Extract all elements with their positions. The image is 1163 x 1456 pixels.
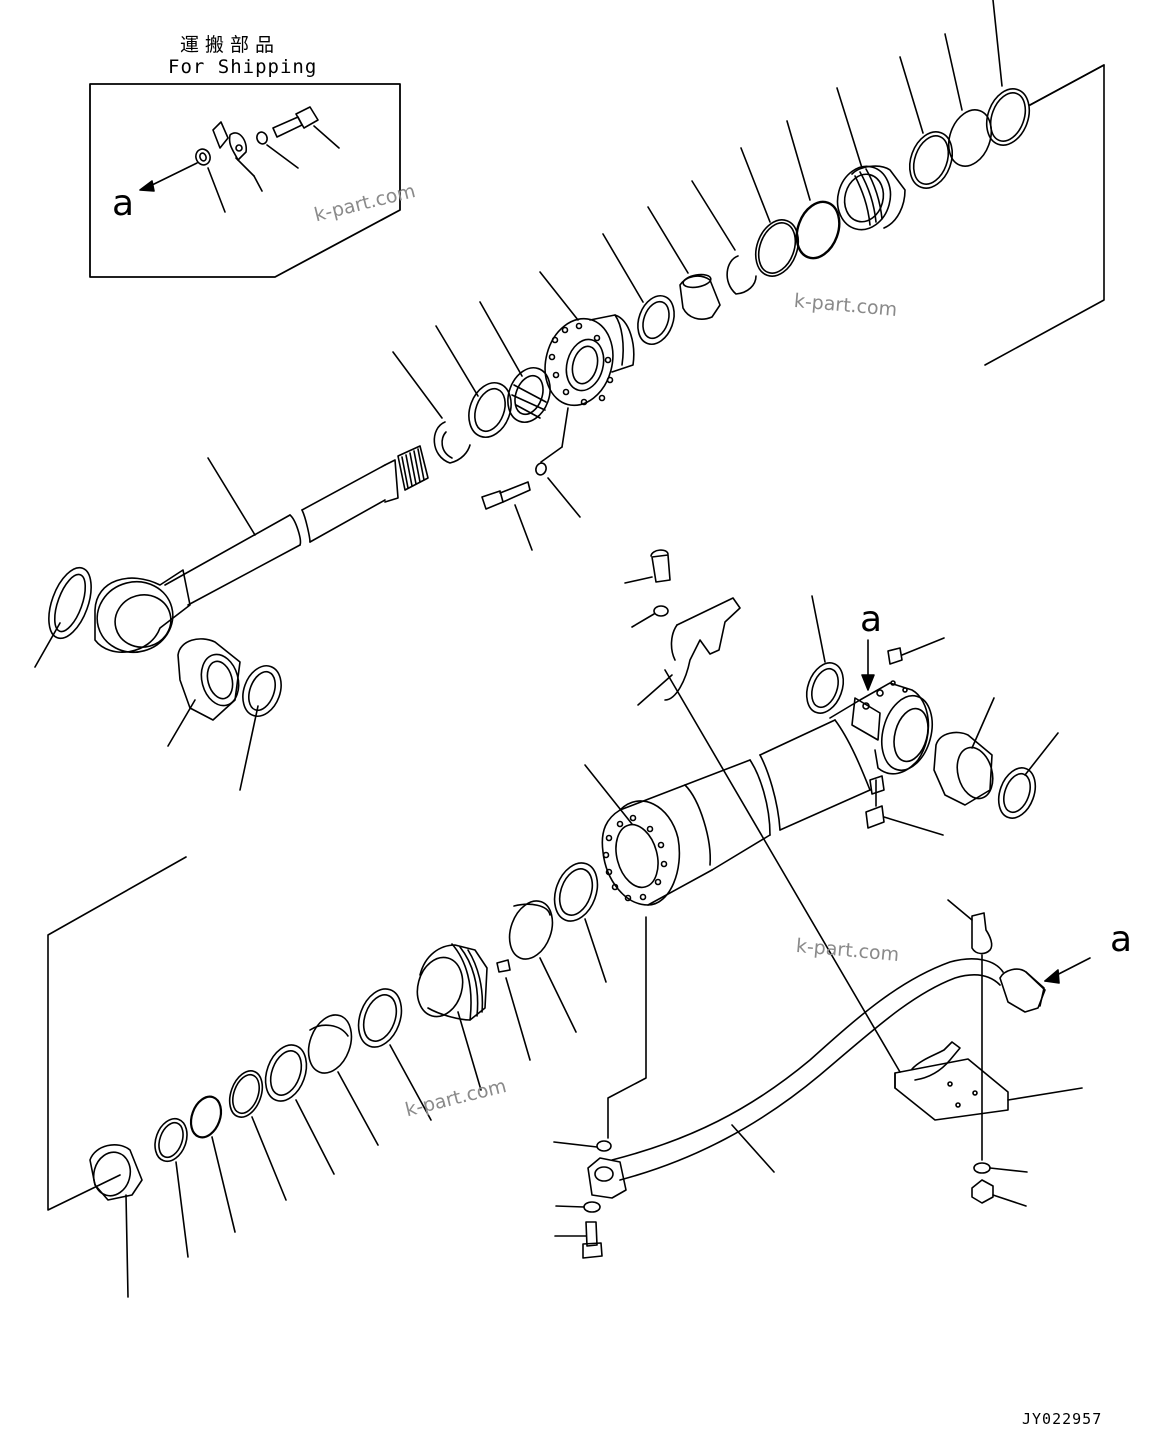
shipping-parts-box <box>89 83 401 278</box>
reference-mark-head-port: a <box>860 599 883 640</box>
piston-rod-assembly <box>34 445 429 791</box>
cylinder-tube-assembly <box>584 549 1059 1073</box>
reference-mark-hose-end: a <box>1110 919 1133 960</box>
head-side-seals-and-piston <box>47 856 607 1298</box>
shipping-title-jp: 運搬部品 <box>180 34 281 56</box>
shipping-title-en: For Shipping <box>168 56 318 78</box>
frame-line <box>1029 64 1105 106</box>
hose-line-assembly <box>553 899 1091 1259</box>
rod-side-rings-and-head <box>392 0 1105 551</box>
reference-mark-shipping: a <box>112 183 135 224</box>
drawing-number: JY022957 <box>1022 1410 1103 1428</box>
